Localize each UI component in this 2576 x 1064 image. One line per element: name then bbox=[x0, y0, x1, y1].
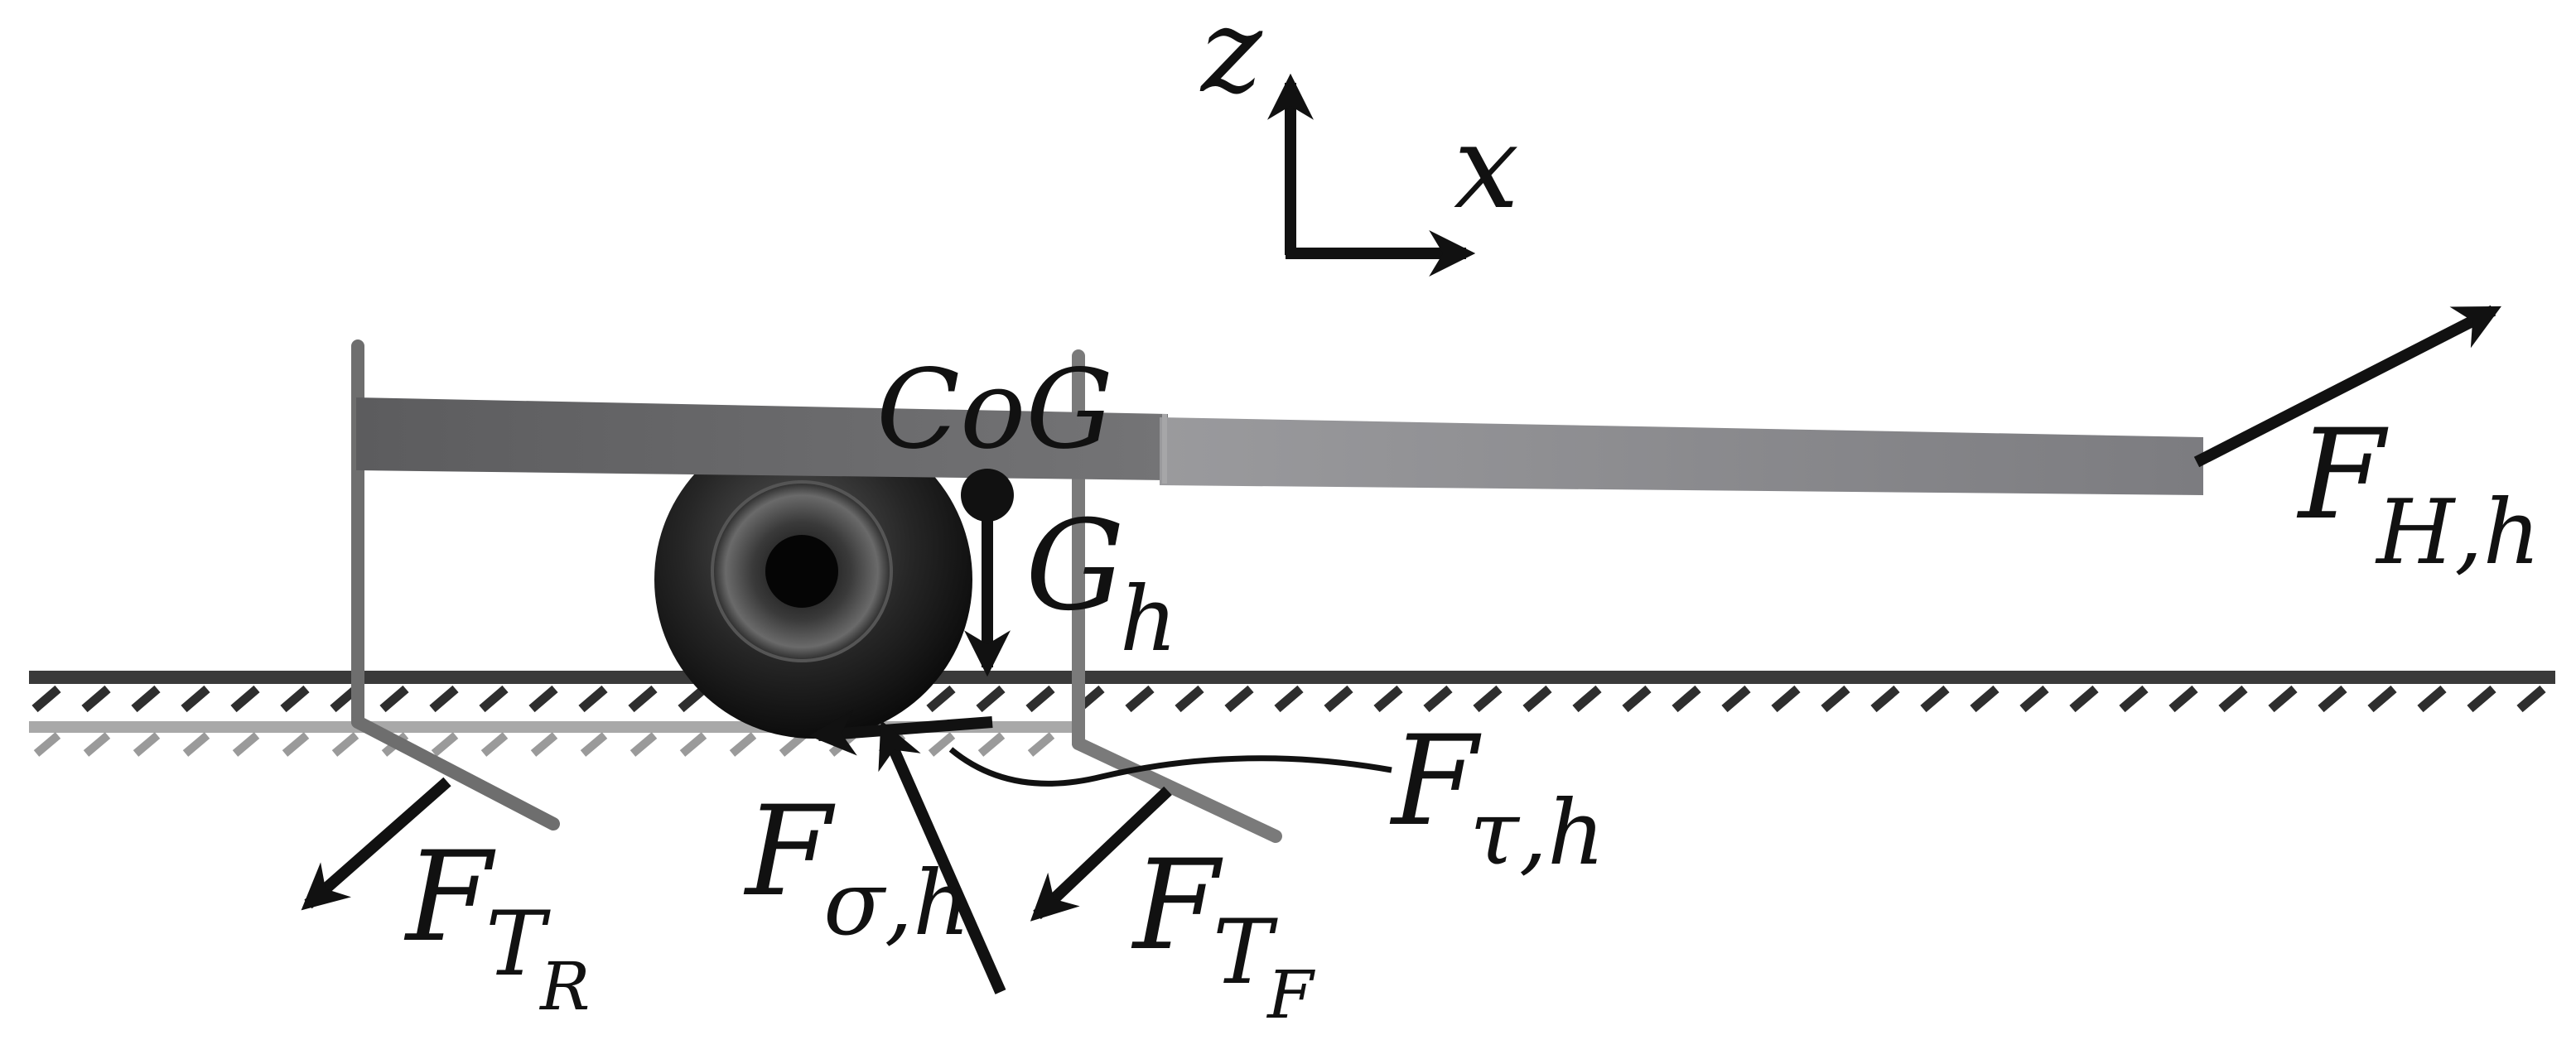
hatch-mark-shadow bbox=[530, 732, 558, 757]
frame-beam bbox=[356, 397, 2203, 495]
center-of-gravity: CoG bbox=[876, 346, 1113, 677]
hatch-mark-shadow bbox=[480, 732, 509, 757]
hatch-mark bbox=[578, 685, 608, 713]
rear-tine-force-label: FTR bbox=[403, 826, 590, 1025]
normal-force-label: Fσ,h bbox=[743, 780, 971, 956]
hatch-mark-shadow bbox=[182, 732, 210, 757]
hatch-mark-shadow bbox=[977, 732, 1006, 757]
hatch-mark bbox=[1274, 685, 1304, 713]
hatch-mark-shadow bbox=[779, 732, 807, 757]
hitch-force-label: FH,h bbox=[2296, 403, 2540, 585]
z-axis-label: z bbox=[1199, 0, 1263, 119]
coordinate-axes: z x bbox=[1199, 0, 1519, 277]
front-tine-force-arrow bbox=[1030, 786, 1172, 922]
hatch-mark bbox=[181, 685, 210, 713]
hatch-mark bbox=[1423, 685, 1453, 713]
hatch-mark bbox=[1175, 685, 1204, 713]
hatch-mark-shadow bbox=[580, 732, 608, 757]
gravity-label: Gh bbox=[1025, 494, 1177, 672]
x-axis-label: x bbox=[1454, 100, 1519, 235]
hatch-mark-shadow bbox=[83, 732, 111, 757]
hatch-mark-shadow bbox=[630, 732, 658, 757]
hatch-mark bbox=[2069, 685, 2099, 713]
hatch-mark bbox=[2268, 685, 2298, 713]
ground-surface bbox=[29, 671, 2555, 757]
hatch-mark-shadow bbox=[679, 732, 707, 757]
normal-force-arrow bbox=[878, 720, 1006, 994]
cog-label: CoG bbox=[876, 346, 1113, 474]
hatch-mark bbox=[230, 685, 260, 713]
hatch-mark-shadow bbox=[331, 732, 359, 757]
hatch-mark bbox=[678, 685, 707, 713]
hatch-mark-shadow bbox=[1027, 732, 1055, 757]
hatch-mark bbox=[2467, 685, 2496, 713]
hatch-mark-shadow bbox=[431, 732, 459, 757]
hatch-mark bbox=[1721, 685, 1751, 713]
hatch-mark bbox=[280, 685, 310, 713]
hatch-mark-shadow bbox=[729, 732, 757, 757]
rear-tine-force-arrow bbox=[301, 777, 451, 911]
cog-point bbox=[961, 469, 1014, 522]
hatch-mark bbox=[379, 685, 409, 713]
hatch-mark bbox=[976, 685, 1006, 713]
hatch-mark bbox=[1572, 685, 1602, 713]
hatch-mark bbox=[2168, 685, 2198, 713]
hatch-mark bbox=[2119, 685, 2149, 713]
hatch-mark-shadow bbox=[232, 732, 260, 757]
hatch-mark bbox=[2417, 685, 2447, 713]
hatch-mark bbox=[1970, 685, 2000, 713]
hatch-mark bbox=[2318, 685, 2347, 713]
hatch-mark bbox=[1920, 685, 1950, 713]
hatch-mark bbox=[1224, 685, 1254, 713]
hatch-mark bbox=[926, 685, 956, 713]
hatch-mark bbox=[1473, 685, 1503, 713]
hatch-mark bbox=[31, 685, 61, 713]
hatch-mark bbox=[1125, 685, 1155, 713]
hatch-mark bbox=[131, 685, 161, 713]
hatch-mark bbox=[2019, 685, 2049, 713]
hatch-mark bbox=[1373, 685, 1403, 713]
hatch-mark bbox=[628, 685, 658, 713]
hatch-mark bbox=[1672, 685, 1701, 713]
hatch-mark bbox=[1771, 685, 1801, 713]
hatch-mark bbox=[479, 685, 509, 713]
front-tine-force-label: FTF bbox=[1131, 834, 1315, 1033]
hitch-force-arrow bbox=[2193, 305, 2501, 468]
hatch-mark bbox=[1025, 685, 1055, 713]
hatch-mark-shadow bbox=[133, 732, 161, 757]
hatch-mark bbox=[2218, 685, 2248, 713]
hatch-mark bbox=[1522, 685, 1552, 713]
hatch-mark bbox=[2367, 685, 2397, 713]
hatch-mark bbox=[528, 685, 558, 713]
hatch-mark-shadow bbox=[928, 732, 956, 757]
hatch-mark bbox=[1622, 685, 1652, 713]
hatch-mark bbox=[1324, 685, 1353, 713]
tangential-force-leader bbox=[948, 747, 1392, 787]
wheel bbox=[654, 421, 972, 739]
hatch-mark bbox=[81, 685, 111, 713]
hatch-mark-shadow bbox=[33, 732, 61, 757]
hatch-mark-shadow bbox=[282, 732, 310, 757]
hatch-mark bbox=[2516, 685, 2546, 713]
tangential-force-label: Fτ,h bbox=[1389, 710, 1605, 885]
ground-hatching bbox=[31, 685, 2546, 713]
hatch-mark bbox=[1821, 685, 1850, 713]
hatch-mark bbox=[429, 685, 459, 713]
hatch-mark bbox=[1870, 685, 1900, 713]
